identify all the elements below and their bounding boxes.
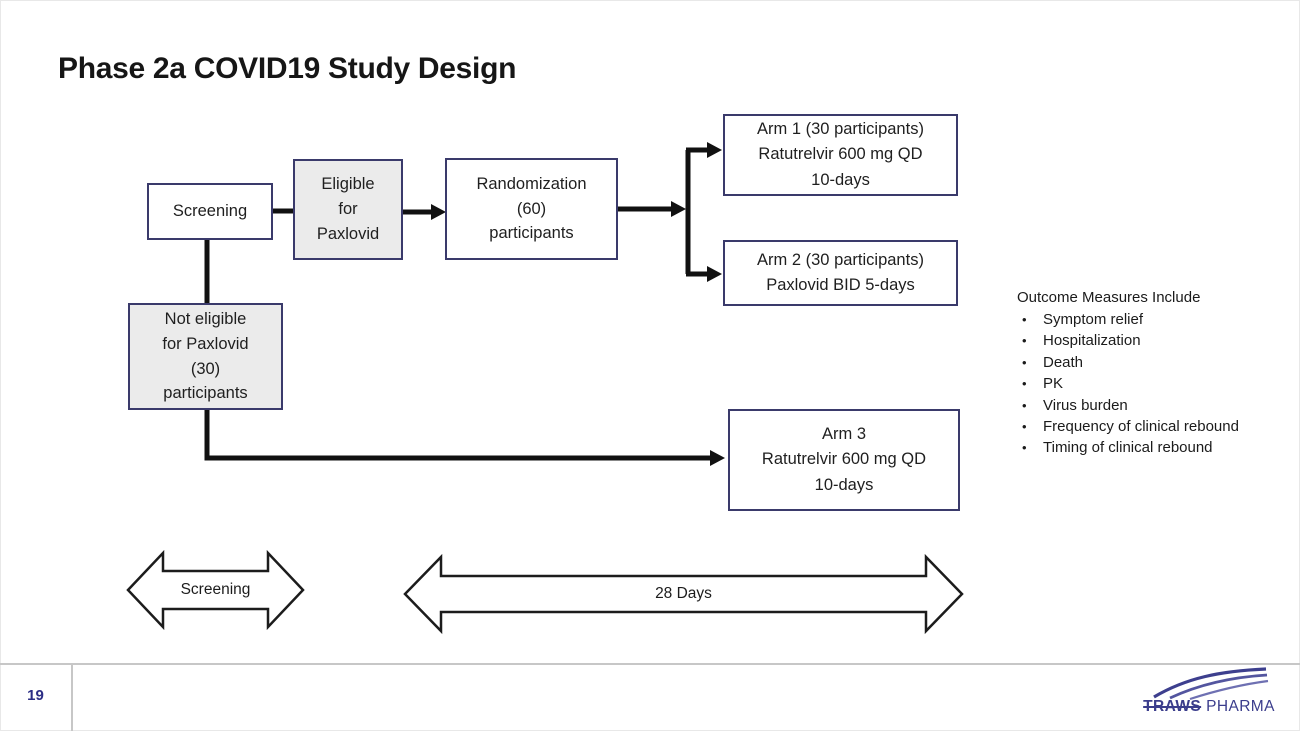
- outcome-measures-list: •Symptom relief •Hospitalization •Death …: [1015, 309, 1295, 459]
- eligible-box: Eligible for Paxlovid: [293, 159, 403, 260]
- not-eligible-box: Not eligible for Paxlovid (30) participa…: [128, 303, 283, 410]
- screening-box-label: Screening: [172, 202, 248, 221]
- arm3-box-line: Ratutrelvir 600 mg QD: [761, 450, 927, 469]
- logo-text: TRAWS PHARMA: [1143, 698, 1274, 716]
- not-eligible-box-line: participants: [163, 384, 248, 403]
- screening-arrow-label: Screening: [180, 581, 251, 598]
- randomization-box: Randomization (60) participants: [445, 158, 618, 260]
- eligible-box-line: Paxlovid: [316, 224, 380, 243]
- duration-arrow-label: 28 Days: [655, 585, 712, 602]
- traws-pharma-logo: TRAWS PHARMA: [1143, 666, 1274, 718]
- arm1-box-line: 10-days: [811, 170, 870, 189]
- not-eligible-box-line: Not eligible: [164, 310, 247, 328]
- list-item: •Virus burden: [1015, 395, 1295, 416]
- bullet-icon: •: [1022, 440, 1027, 456]
- arm3-box-line: 10-days: [814, 475, 874, 494]
- list-item: •Symptom relief: [1015, 309, 1295, 330]
- arm3-box: Arm 3 Ratutrelvir 600 mg QD 10-days: [728, 409, 960, 511]
- bullet-icon: •: [1022, 333, 1027, 349]
- page-title: Phase 2a COVID19 Study Design: [58, 52, 517, 85]
- list-item: •PK: [1015, 373, 1295, 394]
- bullet-icon: •: [1022, 376, 1027, 392]
- eligible-box-line: Eligible: [321, 175, 375, 194]
- arm1-box-line: Ratutrelvir 600 mg QD: [758, 145, 923, 164]
- bullet-icon: •: [1022, 397, 1027, 413]
- randomization-box-line: Randomization: [476, 174, 587, 193]
- list-item: •Hospitalization: [1015, 330, 1295, 351]
- arm1-box: Arm 1 (30 participants) Ratutrelvir 600 …: [723, 114, 958, 196]
- footer-divider: [0, 663, 1300, 665]
- randomization-box-line: participants: [489, 224, 574, 243]
- bullet-icon: •: [1022, 312, 1027, 327]
- screening-timeline-arrow: [126, 549, 305, 631]
- duration-timeline-arrow: [403, 553, 964, 635]
- arm2-box: Arm 2 (30 participants) Paxlovid BID 5-d…: [723, 240, 958, 306]
- arm2-box-line: Arm 2 (30 participants): [757, 250, 924, 269]
- not-eligible-box-line: (30): [190, 359, 221, 378]
- randomization-box-line: (60): [516, 199, 547, 218]
- not-eligible-box-line: for Paxlovid: [162, 334, 249, 353]
- footer-vertical-divider: [71, 663, 73, 731]
- logo-swoosh-icon: [1153, 667, 1269, 701]
- page-number: 19: [27, 687, 44, 704]
- outcome-measures: Outcome Measures Include •Symptom relief…: [1015, 289, 1295, 459]
- screening-box: Screening: [147, 183, 273, 240]
- list-item: •Frequency of clinical rebound: [1015, 416, 1295, 437]
- logo-secondary-text: PHARMA: [1206, 698, 1275, 715]
- arm3-box-line: Arm 3: [821, 424, 866, 443]
- arm1-box-line: Arm 1 (30 participants): [757, 120, 924, 139]
- eligible-box-line: for: [338, 200, 358, 219]
- bullet-icon: •: [1022, 419, 1027, 435]
- list-item: •Timing of clinical rebound: [1015, 437, 1295, 458]
- arm2-box-line: Paxlovid BID 5-days: [766, 276, 915, 294]
- logo-primary-text: TRAWS: [1143, 698, 1202, 715]
- outcome-measures-heading: Outcome Measures Include: [1017, 289, 1201, 306]
- list-item: •Death: [1015, 352, 1295, 373]
- arrowheads: [431, 142, 725, 466]
- bullet-icon: •: [1022, 354, 1027, 370]
